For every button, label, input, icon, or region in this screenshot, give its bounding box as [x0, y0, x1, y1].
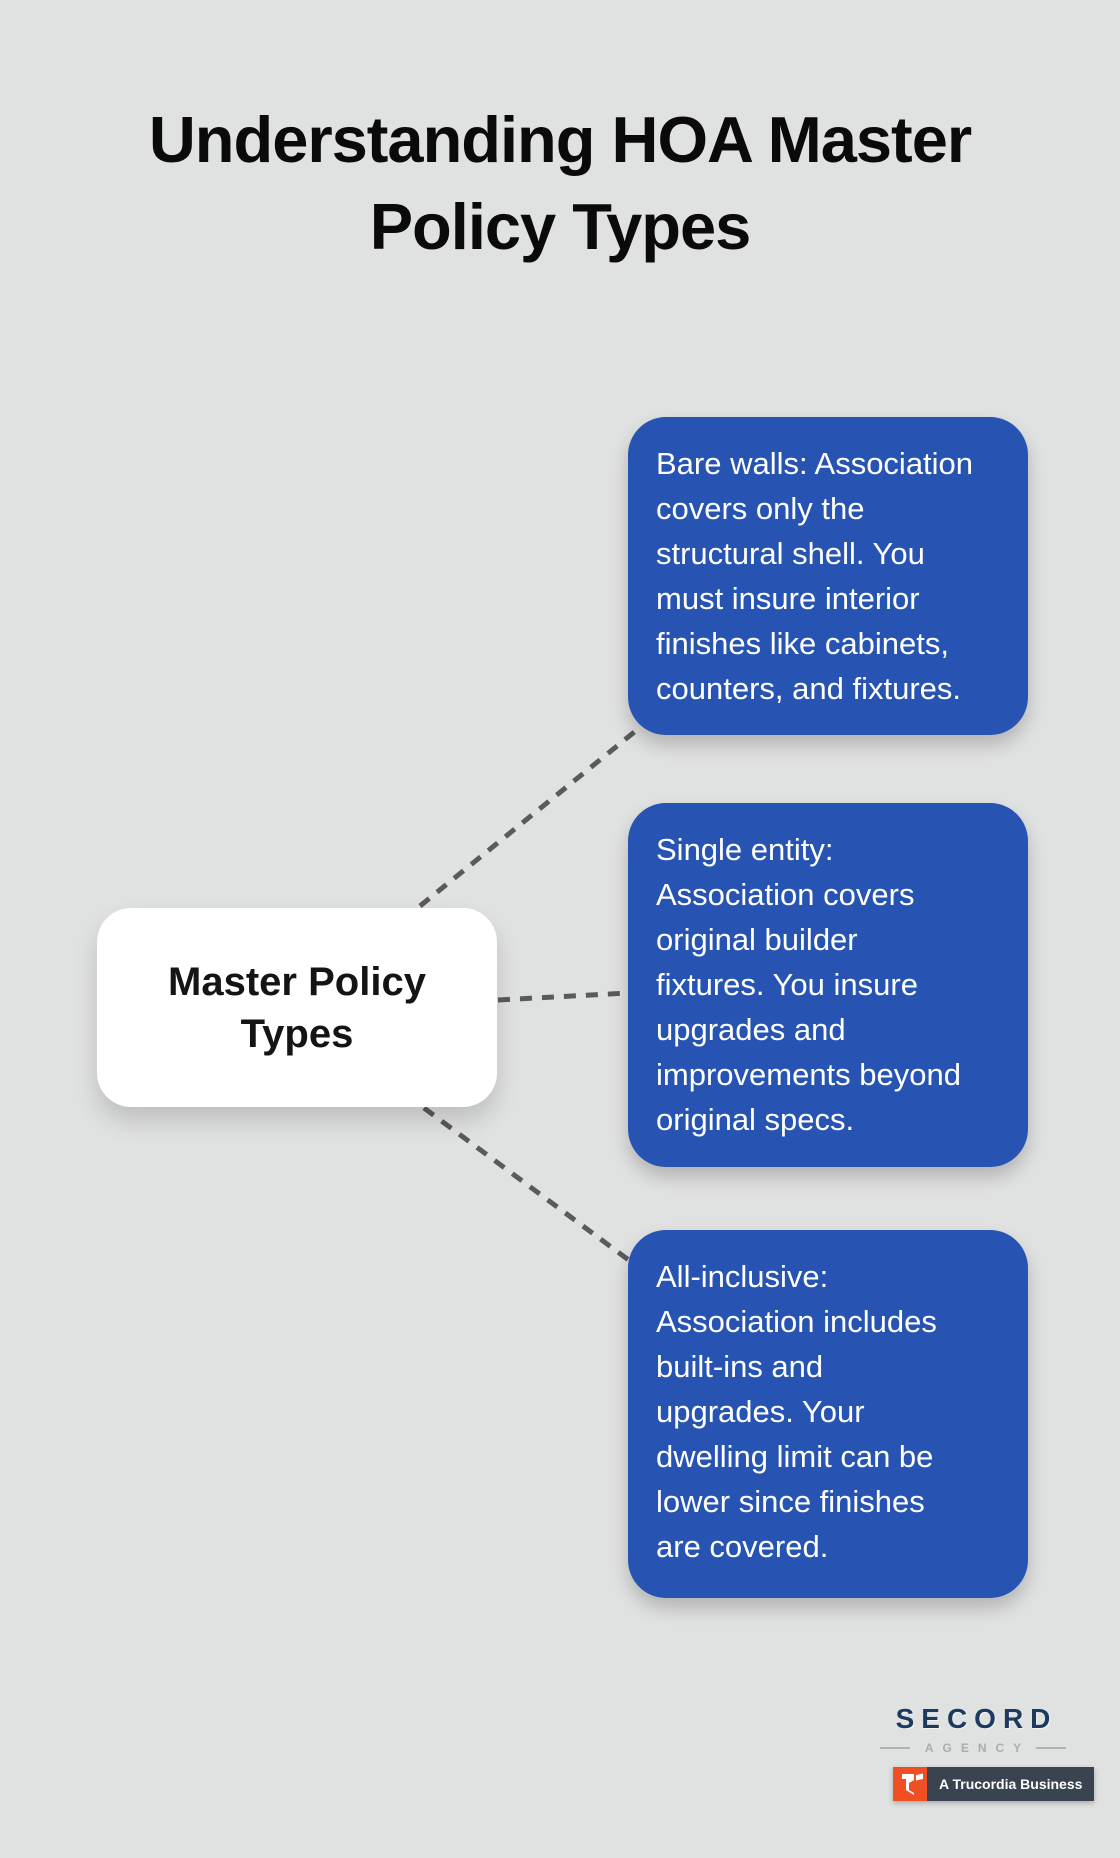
brand-subtitle-row: AGENCY: [880, 1741, 1066, 1755]
footer-logo-block: SECORD AGENCY A Trucordia Business: [880, 1703, 1095, 1806]
node-all-inclusive: All-inclusive: Association includes buil…: [628, 1230, 1028, 1598]
connector-bottom: [422, 1105, 632, 1264]
connector-top: [418, 727, 640, 908]
node-single-entity: Single entity: Association covers origin…: [628, 803, 1028, 1167]
center-node-master-policy-types: Master Policy Types: [97, 908, 497, 1107]
node-bare-walls: Bare walls: Association covers only the …: [628, 417, 1028, 735]
brand-wordmark: SECORD: [895, 1703, 1058, 1734]
page-title: Understanding HOA Master Policy Types: [148, 103, 972, 263]
brand-subtitle: AGENCY: [924, 1741, 1031, 1755]
subtitle-left-rule: [880, 1747, 910, 1749]
badge-label: A Trucordia Business: [927, 1767, 1095, 1801]
connector-middle: [497, 990, 629, 1003]
center-node-label: Master Policy Types: [168, 959, 426, 1056]
trucordia-t-icon: [893, 1767, 927, 1801]
subtitle-right-rule: [1036, 1747, 1066, 1749]
trucordia-badge: A Trucordia Business: [893, 1767, 1095, 1801]
